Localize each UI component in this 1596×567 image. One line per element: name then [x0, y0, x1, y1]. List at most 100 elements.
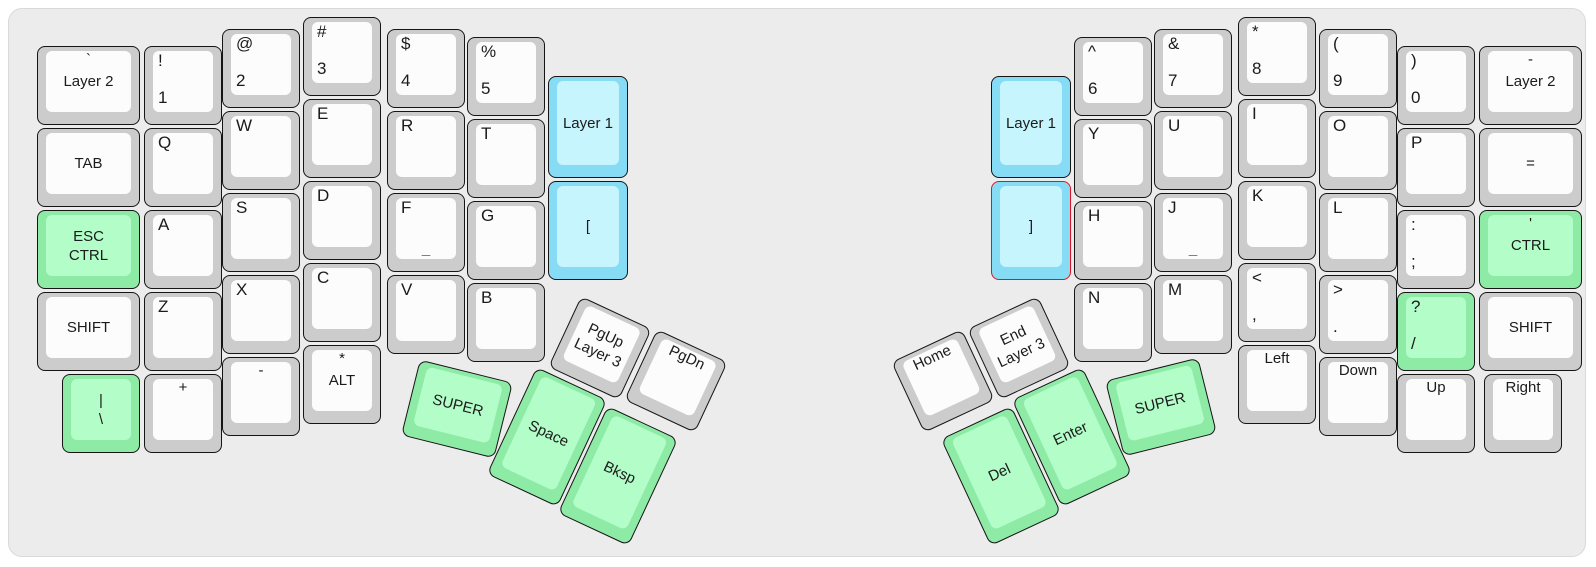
- key-1[interactable]: !1: [144, 46, 222, 125]
- key-quote-ctrl[interactable]: 'CTRL: [1479, 210, 1582, 289]
- key-label: W: [236, 116, 253, 135]
- keycap-top: F_: [396, 198, 456, 259]
- key-c[interactable]: C: [303, 263, 381, 342]
- key-j[interactable]: J_: [1154, 193, 1232, 272]
- keycap-top: )0: [1406, 51, 1466, 112]
- keycap-top: >.: [1328, 280, 1388, 341]
- key-left-bracket[interactable]: [: [548, 181, 628, 280]
- key-n[interactable]: N: [1074, 283, 1152, 362]
- key-layer1-right[interactable]: Layer 1: [991, 76, 1071, 178]
- key-d[interactable]: D: [303, 181, 381, 260]
- key-semicolon[interactable]: :;: [1397, 210, 1475, 289]
- key-0[interactable]: )0: [1397, 46, 1475, 125]
- keycap-top: X: [231, 280, 291, 341]
- key-right-bracket[interactable]: ]: [991, 181, 1071, 280]
- key-o[interactable]: O: [1319, 111, 1397, 190]
- key-label: |\: [98, 391, 104, 428]
- key-label: C: [317, 268, 330, 287]
- key-r[interactable]: R: [387, 111, 465, 190]
- key-label: P: [1411, 133, 1423, 152]
- key-m[interactable]: M: [1154, 275, 1232, 354]
- keycap-top: R: [396, 116, 456, 177]
- key-label: =: [1526, 155, 1535, 172]
- key-label: 1: [158, 88, 168, 107]
- key-comma[interactable]: <,: [1238, 263, 1316, 342]
- key-w[interactable]: W: [222, 111, 300, 190]
- key-3[interactable]: #3: [303, 17, 381, 96]
- key-tab[interactable]: TAB: [37, 128, 140, 207]
- key-label: .: [1333, 317, 1338, 336]
- key-s[interactable]: S: [222, 193, 300, 272]
- keycap-top: S: [231, 198, 291, 259]
- key-arrow-left[interactable]: Left: [1238, 345, 1316, 424]
- key-arrow-right[interactable]: Right: [1484, 374, 1562, 453]
- key-pipe-backslash[interactable]: |\: [62, 374, 140, 453]
- key-l[interactable]: L: [1319, 193, 1397, 272]
- keycap-top: Layer 1: [1000, 81, 1062, 165]
- key-label: (: [1333, 34, 1339, 53]
- keycap-top: W: [231, 116, 291, 177]
- keycap-top: [: [557, 186, 619, 267]
- key-i[interactable]: I: [1238, 99, 1316, 178]
- key-k[interactable]: K: [1238, 181, 1316, 260]
- key-period[interactable]: >.: [1319, 275, 1397, 354]
- key-arrow-up[interactable]: Up: [1397, 374, 1475, 453]
- key-q[interactable]: Q: [144, 128, 222, 207]
- key-label: 9: [1333, 71, 1343, 90]
- key-p[interactable]: P: [1397, 128, 1475, 207]
- key-shift-left[interactable]: SHIFT: [37, 292, 140, 371]
- key-minus[interactable]: -: [222, 357, 300, 436]
- key-label: ]: [1028, 218, 1034, 235]
- key-y[interactable]: Y: [1074, 119, 1152, 198]
- key-8[interactable]: *8: [1238, 17, 1316, 96]
- key-equals[interactable]: =: [1479, 128, 1582, 207]
- key-label: +: [178, 379, 188, 396]
- key-layer2-right[interactable]: -Layer 2: [1479, 46, 1582, 125]
- key-5[interactable]: %5: [467, 37, 545, 116]
- key-layer1-left[interactable]: Layer 1: [548, 76, 628, 178]
- key-z[interactable]: Z: [144, 292, 222, 371]
- keycap-top: ?/: [1406, 297, 1466, 358]
- key-label: Z: [158, 297, 169, 316]
- keycap-top: #3: [312, 22, 372, 83]
- key-label: F: [401, 198, 412, 217]
- key-arrow-down[interactable]: Down: [1319, 357, 1397, 436]
- key-label: S: [236, 198, 248, 217]
- keycap-top: -: [231, 362, 291, 423]
- keycap-top: O: [1328, 116, 1388, 177]
- key-label: J: [1168, 198, 1177, 217]
- key-6[interactable]: ^6: [1074, 37, 1152, 116]
- key-label: ': [1529, 215, 1532, 232]
- key-label: L: [1333, 198, 1343, 217]
- key-x[interactable]: X: [222, 275, 300, 354]
- keycap-top: *8: [1247, 22, 1307, 83]
- key-e[interactable]: E: [303, 99, 381, 178]
- key-u[interactable]: U: [1154, 111, 1232, 190]
- key-slash[interactable]: ?/: [1397, 292, 1475, 371]
- key-layer2-left[interactable]: `Layer 2: [37, 46, 140, 125]
- key-label: !: [158, 51, 163, 70]
- key-b[interactable]: B: [467, 283, 545, 362]
- key-g[interactable]: G: [467, 201, 545, 280]
- key-label: Left: [1264, 350, 1290, 367]
- key-label: 0: [1411, 88, 1421, 107]
- key-shift-right[interactable]: SHIFT: [1479, 292, 1582, 371]
- key-a[interactable]: A: [144, 210, 222, 289]
- key-7[interactable]: &7: [1154, 29, 1232, 108]
- key-label: _: [421, 240, 431, 257]
- key-f[interactable]: F_: [387, 193, 465, 272]
- key-h[interactable]: H: [1074, 201, 1152, 280]
- key-v[interactable]: V: [387, 275, 465, 354]
- key-label: 6: [1088, 79, 1098, 98]
- key-t[interactable]: T: [467, 119, 545, 198]
- key-4[interactable]: $4: [387, 29, 465, 108]
- key-alt[interactable]: *ALT: [303, 345, 381, 424]
- key-9[interactable]: (9: [1319, 29, 1397, 108]
- key-2[interactable]: @2: [222, 29, 300, 108]
- key-plus[interactable]: +: [144, 374, 222, 453]
- key-label: O: [1333, 116, 1347, 135]
- key-label: -: [258, 362, 264, 379]
